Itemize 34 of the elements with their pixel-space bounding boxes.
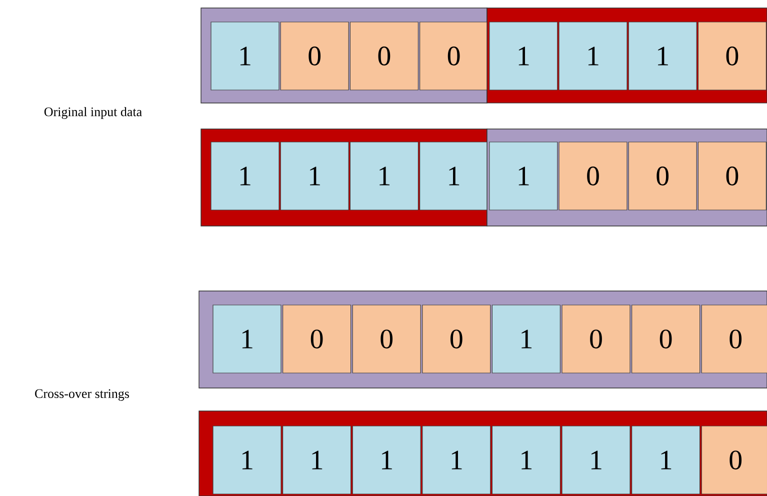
digit-cell: 0 [280,22,349,90]
digit-cell: 1 [628,22,697,90]
digit-cell: 1 [489,142,558,210]
digit-cell: 1 [212,304,282,374]
row-label: Original input data [44,107,142,119]
digit-cell: 0 [352,304,421,374]
digit-cell: 1 [632,426,700,494]
digit-cell: 1 [562,426,630,494]
digit-cell: 0 [701,426,767,494]
digit-cell: 0 [698,22,766,90]
digit-cell: 0 [350,22,418,90]
digit-cell: 1 [352,426,421,494]
digit-cell: 0 [420,22,488,90]
digit-cell: 0 [628,142,697,210]
digit-cell: 0 [701,304,767,374]
digit-cell: 0 [558,142,628,210]
digit-cell: 1 [492,304,560,374]
digit-cell: 0 [698,142,766,210]
digit-cell: 0 [282,304,352,374]
digit-cell: 1 [282,426,352,494]
digit-cell: 1 [558,22,628,90]
digit-cell: 1 [210,22,280,90]
digit-cell: 1 [350,142,418,210]
digit-cell: 1 [212,426,282,494]
digit-cell: 0 [422,304,491,374]
digit-cell: 1 [280,142,349,210]
row-label: Cross-over strings [35,389,130,401]
digit-cell: 1 [492,426,560,494]
digit-cell: 0 [562,304,630,374]
digit-cell: 1 [489,22,558,90]
digit-cell: 0 [632,304,700,374]
digit-cell: 1 [420,142,488,210]
digit-cell: 1 [422,426,491,494]
digit-cell: 1 [210,142,280,210]
